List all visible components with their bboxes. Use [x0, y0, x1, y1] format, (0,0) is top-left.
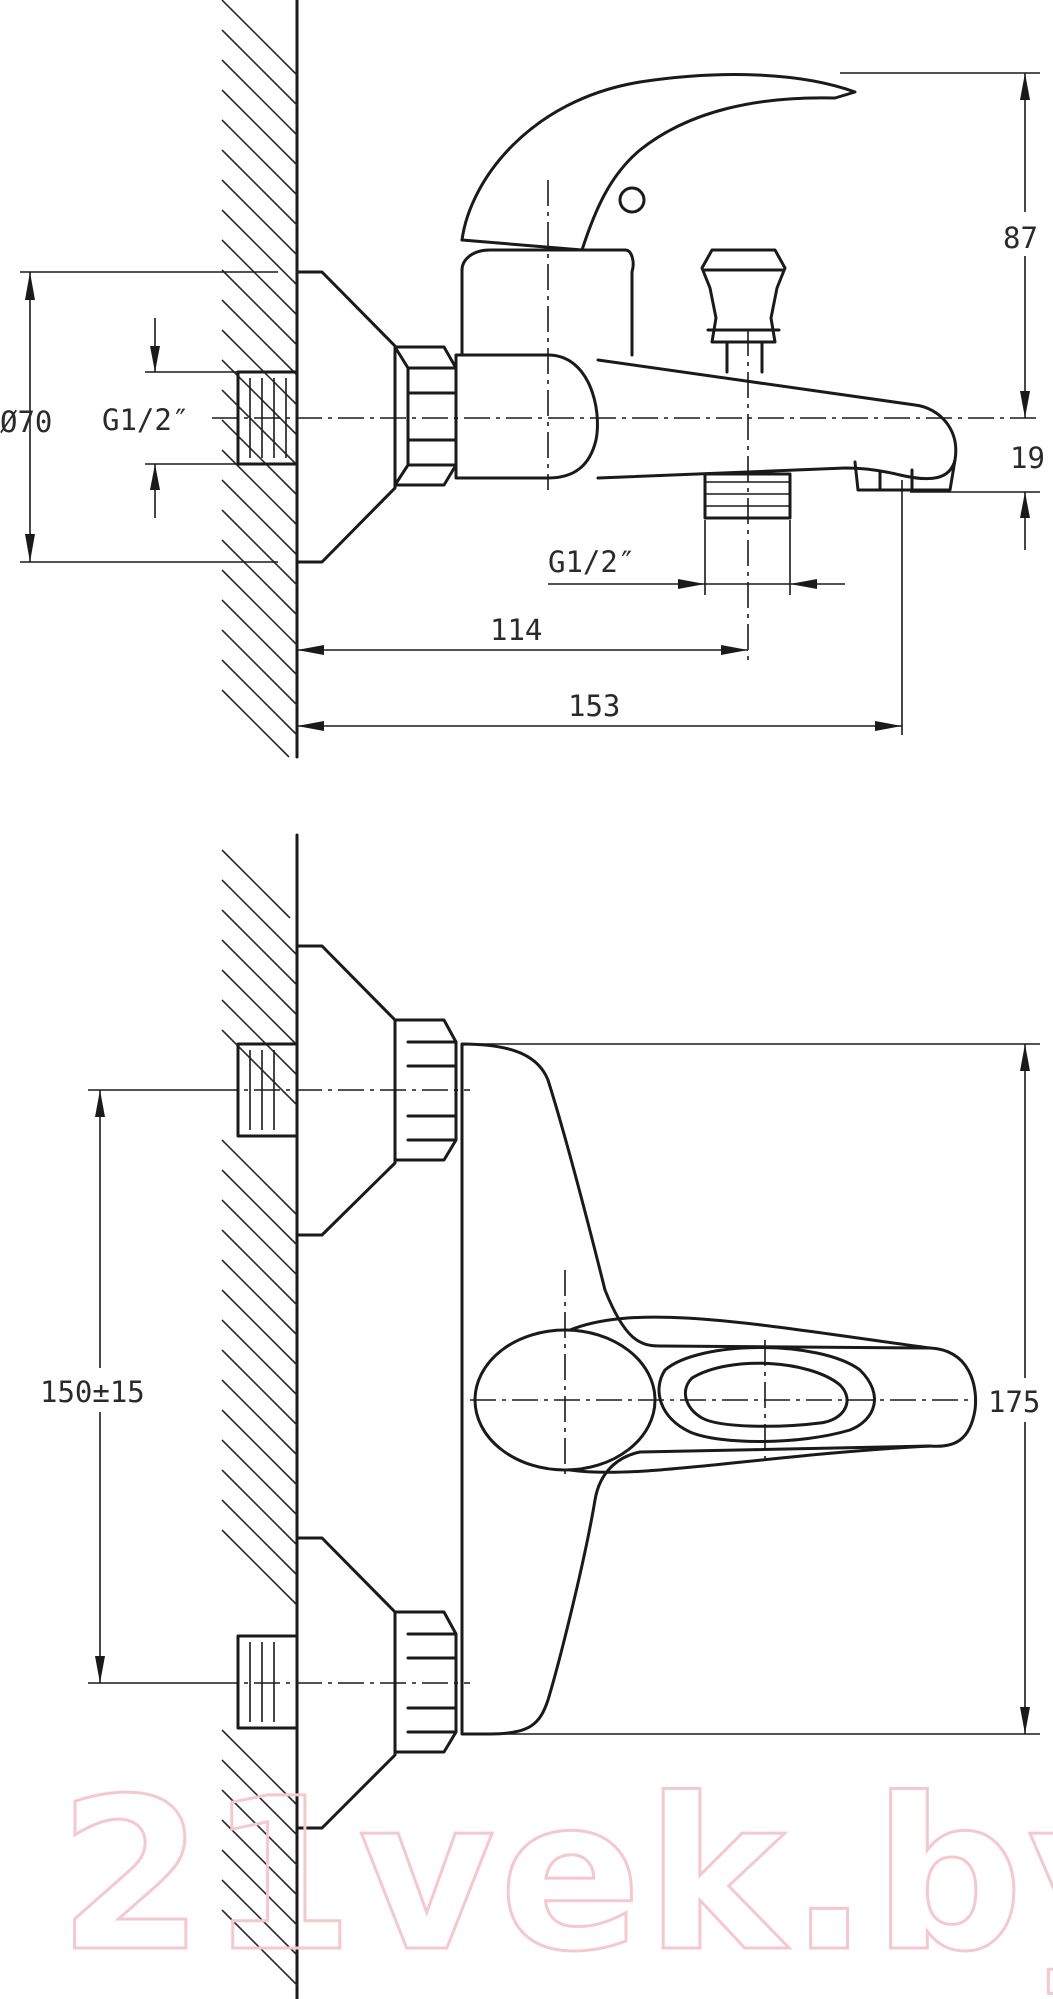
escutcheon-top [295, 270, 397, 564]
dim-centers: 150±15 [40, 1375, 145, 1409]
dim-diameter: Ø70 [0, 405, 52, 439]
spout-top [596, 358, 958, 481]
lever-front [657, 1346, 876, 1443]
dim-inlet-thread: G1/2″ [102, 403, 189, 437]
top-view: Ø70 G1/2″ G1/2″ 114 [0, 0, 1053, 759]
wall-hatch-front [221, 849, 298, 1986]
dim-spout-height: 19 [1010, 441, 1045, 475]
mixer-body-front [460, 1042, 978, 1736]
dim-height: 87 [1003, 221, 1038, 255]
mixer-body-top [460, 248, 635, 357]
aerator-top [853, 458, 957, 492]
escutcheon-upper [295, 944, 397, 1237]
dim-outlet-thread: G1/2″ [548, 545, 635, 579]
eccentric-body-top [454, 353, 599, 480]
front-view: 150±15 175 [38, 833, 1053, 1999]
dim-total-depth: 153 [568, 689, 620, 723]
lever-slot [683, 1361, 849, 1428]
lever-handle-top [460, 73, 857, 252]
wall-hatch-top [221, 0, 298, 758]
escutcheon-lower [295, 1536, 397, 1830]
dim-spout-reach: 114 [490, 613, 542, 647]
lever-screw-top [618, 186, 646, 214]
diverter-knob [700, 248, 787, 344]
dim-body-width: 175 [988, 1385, 1040, 1419]
watermark: 21vek.by [58, 1753, 1053, 1998]
inlet-pipe-lower [236, 1634, 299, 1730]
